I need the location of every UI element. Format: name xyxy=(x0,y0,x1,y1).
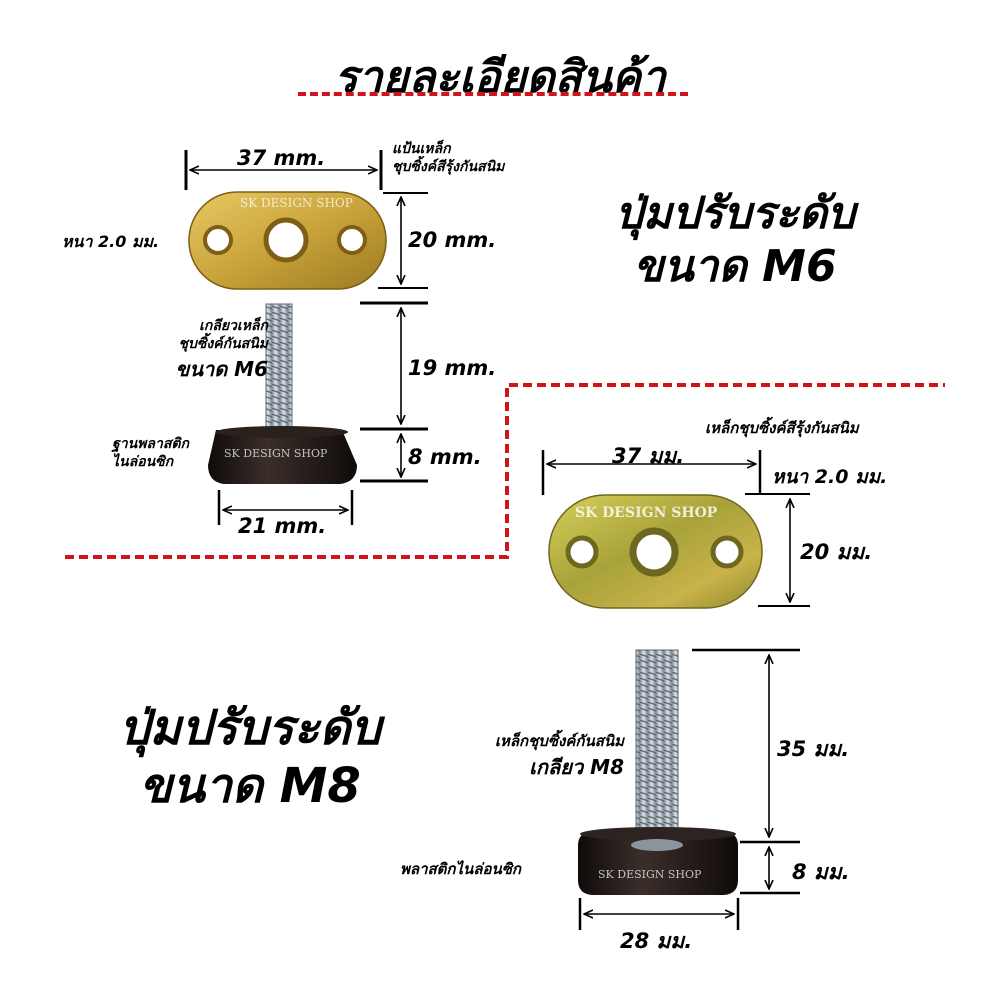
m6-plate xyxy=(188,191,387,290)
m6-thread-length: 19 mm. xyxy=(408,356,497,380)
m6-plate-note-line2: ชุบซิ้งค์สีรุ้งกันสนิม xyxy=(392,158,505,175)
m8-heading-line2: ขนาด M8 xyxy=(139,757,361,814)
m8-plate-height: 20 มม. xyxy=(800,540,873,564)
m8-plate-width: 37 มม. xyxy=(612,444,685,468)
m8-plate xyxy=(548,494,763,609)
m6-plate-note-line1: แป้นเหล็ก xyxy=(392,141,451,157)
m6-plate-note: แป้นเหล็ก ชุบซิ้งค์สีรุ้งกันสนิม xyxy=(392,141,504,176)
m6-thread-size: ขนาด M6 xyxy=(175,357,268,381)
m8-plate-watermark: SK DESIGN SHOP xyxy=(575,505,718,521)
m8-thread-length: 35 มม. xyxy=(777,737,850,761)
m8-thread-note: เหล็กชุบซิ้งค์กันสนิม เกลียว M8 xyxy=(430,732,624,783)
m6-heading-line1: ปุ่มปรับระดับ xyxy=(614,188,856,239)
m6-base-watermark: SK DESIGN SHOP xyxy=(224,447,328,460)
m8-bolt xyxy=(635,649,679,851)
m6-base-height: 8 mm. xyxy=(408,445,482,469)
m8-plate-note: เหล็กชุบซิ้งค์สีรุ้งกันสนิม xyxy=(705,419,859,437)
m6-plate-watermark: SK DESIGN SHOP xyxy=(240,196,353,210)
m6-heading: ปุ่มปรับระดับ ขนาด M6 xyxy=(560,188,910,294)
m6-thread-note: เกลียวเหล็ก ชุบซิ้งค์กันสนิม ขนาด M6 xyxy=(130,318,268,385)
m6-thickness: หนา 2.0 มม. xyxy=(62,232,160,251)
title-underline xyxy=(298,92,688,96)
m6-base-width: 21 mm. xyxy=(238,514,327,538)
m8-base-note: พลาสติกไนล่อนซิก xyxy=(400,860,521,878)
m8-thread-note-line1: เหล็กชุบซิ้งค์กันสนิม xyxy=(494,732,624,750)
section-divider xyxy=(65,383,945,559)
m6-base-note: ฐานพลาสติก ไนล่อนซิก xyxy=(112,436,189,471)
m6-base-note-line2: ไนล่อนซิก xyxy=(112,453,174,470)
m8-heading-line1: ปุ่มปรับระดับ xyxy=(118,700,382,756)
m6-bolt xyxy=(265,303,293,431)
m8-thread-note-line2: เกลียว M8 xyxy=(529,754,624,779)
m8-thickness: หนา 2.0 มม. xyxy=(772,466,888,488)
m6-heading-line2: ขนาด M6 xyxy=(633,240,837,292)
m8-heading: ปุ่มปรับระดับ ขนาด M8 xyxy=(90,700,410,815)
m6-thread-note-line2: ชุบซิ้งค์กันสนิม xyxy=(178,335,268,352)
m8-base-watermark: SK DESIGN SHOP xyxy=(598,868,702,881)
m6-thread-note-line1: เกลียวเหล็ก xyxy=(199,318,268,334)
m8-base-height: 8 มม. xyxy=(792,860,850,884)
m6-base xyxy=(208,426,357,484)
m6-plate-height: 20 mm. xyxy=(408,228,497,252)
m6-plate-width: 37 mm. xyxy=(237,146,326,170)
m8-base xyxy=(578,827,738,895)
m6-base-note-line1: ฐานพลาสติก xyxy=(112,436,189,452)
m8-base-width: 28 มม. xyxy=(620,929,693,953)
